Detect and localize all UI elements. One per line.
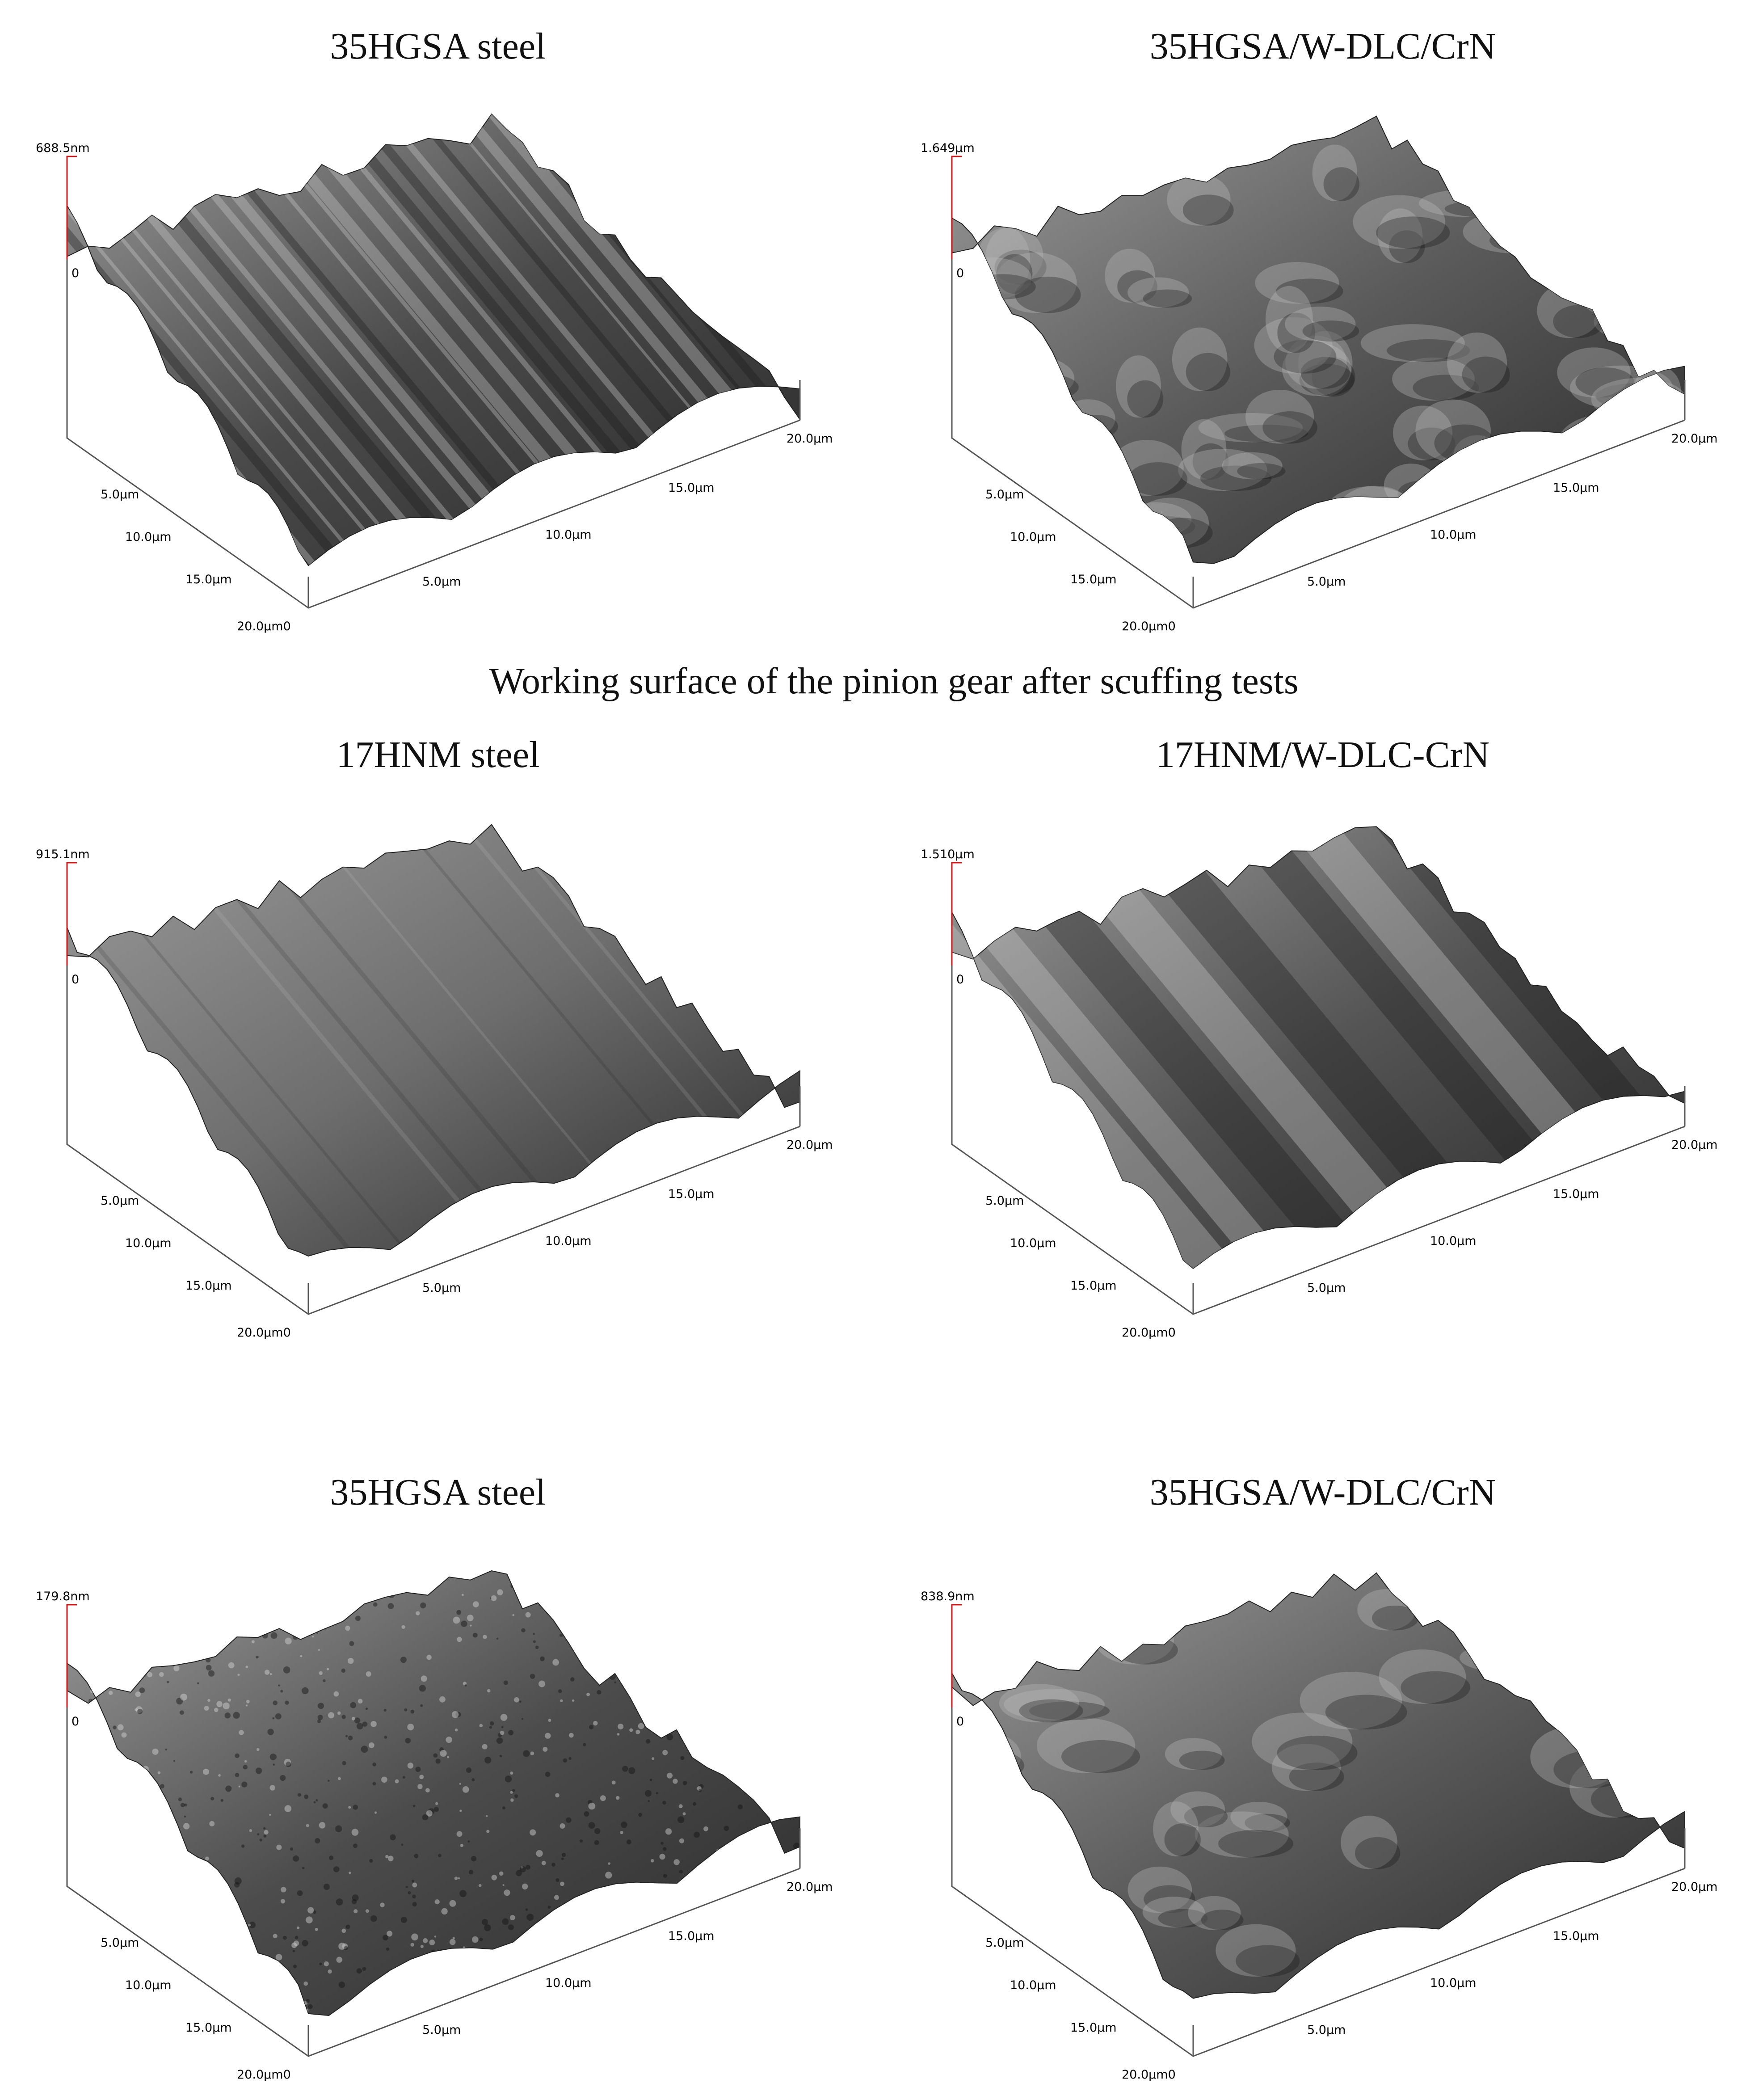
axis-corner-label: 20.0µm0 bbox=[1122, 620, 1176, 633]
x-axis-tick-label: 5.0µm bbox=[1307, 1281, 1346, 1295]
x-axis-end-label: 20.0µm bbox=[787, 432, 833, 446]
x-axis-tick-label: 5.0µm bbox=[422, 2023, 461, 2037]
z-axis-zero-label: 0 bbox=[956, 973, 964, 987]
caption-35hgsa-coated-bottom: 35HGSA/W-DLC/CrN bbox=[1149, 1472, 1496, 1513]
x-axis-tick-label: 10.0µm bbox=[545, 1976, 592, 1990]
z-axis-max-label: 915.1nm bbox=[36, 848, 90, 861]
z-axis-zero-label: 0 bbox=[956, 1715, 964, 1729]
axis-corner-label: 20.0µm0 bbox=[237, 1326, 291, 1340]
y-axis-tick-label: 5.0µm bbox=[101, 1936, 139, 1950]
y-axis-tick-label: 10.0µm bbox=[125, 1978, 172, 1992]
x-axis-tick-label: 10.0µm bbox=[1430, 1976, 1477, 1990]
axis-corner-label: 20.0µm0 bbox=[237, 2068, 291, 2082]
z-axis-max-label: 179.8nm bbox=[36, 1590, 90, 1603]
afm-plot: 1.649µm 0 5.0µm 10.0µm 15.0µm 20.0µm0 5.0µm 10.… bbox=[921, 115, 1718, 633]
axis-box bbox=[951, 1604, 1686, 2057]
surface-topography bbox=[67, 824, 800, 1257]
axis-box bbox=[951, 156, 1686, 609]
x-axis-tick-label: 5.0µm bbox=[1307, 575, 1346, 589]
z-axis-max-label: 838.9nm bbox=[921, 1590, 975, 1603]
afm-panel-35hgsa-coated-top: 1.649µm 0 5.0µm 10.0µm 15.0µm 20.0µm0 5.0µm 10.… bbox=[912, 98, 1750, 633]
y-axis-tick-label: 15.0µm bbox=[1070, 573, 1117, 586]
axis-box bbox=[951, 862, 1686, 1315]
x-axis-end-label: 20.0µm bbox=[1671, 432, 1718, 446]
surface-topography bbox=[67, 1570, 800, 2016]
x-axis-tick-label: 10.0µm bbox=[545, 528, 592, 542]
surface-topography bbox=[951, 826, 1685, 1269]
x-axis-end-label: 20.0µm bbox=[787, 1138, 833, 1152]
surface-texture bbox=[67, 114, 787, 566]
surface-topography bbox=[951, 1572, 1685, 1999]
afm-plot: 838.9nm 0 5.0µm 10.0µm 15.0µm 20.0µm0 5.0µm 10.… bbox=[921, 1572, 1718, 2082]
x-axis-tick-label: 15.0µm bbox=[668, 481, 715, 495]
surface-topography bbox=[951, 115, 1685, 564]
x-axis-tick-label: 10.0µm bbox=[1430, 528, 1477, 542]
z-axis-max-label: 688.5nm bbox=[36, 141, 90, 155]
axis-corner-label: 20.0µm0 bbox=[1122, 1326, 1176, 1340]
x-axis-tick-label: 5.0µm bbox=[422, 1281, 461, 1295]
y-axis-tick-label: 15.0µm bbox=[185, 1279, 232, 1293]
z-axis-max-label: 1.510µm bbox=[921, 848, 975, 861]
axis-corner-label: 20.0µm0 bbox=[237, 620, 291, 633]
y-axis-tick-label: 10.0µm bbox=[1010, 1978, 1056, 1992]
y-axis-tick-label: 5.0µm bbox=[101, 488, 139, 502]
axis-corner-label: 20.0µm0 bbox=[1122, 2068, 1176, 2082]
afm-panel-35hgsa-steel-bottom: 179.8nm 0 5.0µm 10.0µm 15.0µm 20.0µm0 5.0µm 10.… bbox=[27, 1547, 889, 2082]
y-axis-tick-label: 10.0µm bbox=[1010, 530, 1056, 544]
y-axis-tick-label: 15.0µm bbox=[185, 2021, 232, 2035]
x-axis-end-label: 20.0µm bbox=[787, 1880, 833, 1894]
afm-panel-17hnm-steel: 915.1nm 0 5.0µm 10.0µm 15.0µm 20.0µm0 5.0µm 10.… bbox=[27, 805, 889, 1340]
caption-35hgsa-steel-bottom: 35HGSA steel bbox=[330, 1472, 546, 1513]
axis-box bbox=[66, 1604, 801, 2057]
x-axis-tick-label: 15.0µm bbox=[668, 1929, 715, 1943]
afm-plot: 179.8nm 0 5.0µm 10.0µm 15.0µm 20.0µm0 5.0µm 10.… bbox=[36, 1570, 833, 2082]
y-axis-tick-label: 5.0µm bbox=[985, 488, 1024, 502]
caption-35hgsa-steel-top: 35HGSA steel bbox=[330, 25, 546, 67]
y-axis-tick-label: 10.0µm bbox=[125, 530, 172, 544]
afm-plot: 688.5nm 0 5.0µm 10.0µm 15.0µm 20.0µm0 5.0µm 10.… bbox=[36, 113, 833, 633]
x-axis-tick-label: 15.0µm bbox=[668, 1187, 715, 1201]
z-axis-zero-label: 0 bbox=[72, 266, 79, 280]
x-axis-end-label: 20.0µm bbox=[1671, 1138, 1718, 1152]
y-axis-tick-label: 5.0µm bbox=[985, 1194, 1024, 1208]
x-axis-tick-label: 10.0µm bbox=[545, 1234, 592, 1248]
afm-plot: 1.510µm 0 5.0µm 10.0µm 15.0µm 20.0µm0 5.0µm 10.… bbox=[921, 826, 1718, 1340]
z-axis-zero-label: 0 bbox=[72, 973, 79, 987]
afm-panel-17hnm-coated: 1.510µm 0 5.0µm 10.0µm 15.0µm 20.0µm0 5.0µm 10.… bbox=[912, 805, 1750, 1340]
afm-panel-35hgsa-steel-top: 688.5nm 0 5.0µm 10.0µm 15.0µm 20.0µm0 5.0µm 10.… bbox=[27, 98, 889, 633]
x-axis-tick-label: 15.0µm bbox=[1553, 1187, 1599, 1201]
y-axis-tick-label: 10.0µm bbox=[1010, 1236, 1056, 1250]
caption-17hnm-coated: 17HNM/W-DLC-CrN bbox=[1156, 734, 1490, 776]
x-axis-tick-label: 10.0µm bbox=[1430, 1234, 1477, 1248]
caption-17hnm-steel: 17HNM steel bbox=[336, 734, 540, 776]
y-axis-tick-label: 15.0µm bbox=[185, 573, 232, 586]
afm-plot: 915.1nm 0 5.0µm 10.0µm 15.0µm 20.0µm0 5.0µm 10.… bbox=[36, 824, 833, 1340]
y-axis-tick-label: 10.0µm bbox=[125, 1236, 172, 1250]
z-axis-zero-label: 0 bbox=[956, 266, 964, 280]
y-axis-tick-label: 15.0µm bbox=[1070, 1279, 1117, 1293]
x-axis-tick-label: 15.0µm bbox=[1553, 1929, 1599, 1943]
z-axis-max-label: 1.649µm bbox=[921, 141, 975, 155]
x-axis-end-label: 20.0µm bbox=[1671, 1880, 1718, 1894]
caption-35hgsa-coated-top: 35HGSA/W-DLC/CrN bbox=[1149, 25, 1496, 67]
section-title: Working surface of the pinion gear after… bbox=[489, 660, 1299, 702]
surface-topography bbox=[67, 113, 800, 566]
afm-panel-35hgsa-coated-bottom: 838.9nm 0 5.0µm 10.0µm 15.0µm 20.0µm0 5.0µm 10.… bbox=[912, 1547, 1750, 2082]
y-axis-tick-label: 5.0µm bbox=[985, 1936, 1024, 1950]
y-axis-tick-label: 5.0µm bbox=[101, 1194, 139, 1208]
x-axis-tick-label: 5.0µm bbox=[1307, 2023, 1346, 2037]
axis-box bbox=[66, 862, 801, 1315]
x-axis-tick-label: 5.0µm bbox=[422, 575, 461, 589]
z-axis-zero-label: 0 bbox=[72, 1715, 79, 1729]
y-axis-tick-label: 15.0µm bbox=[1070, 2021, 1117, 2035]
axis-box bbox=[66, 156, 801, 609]
x-axis-tick-label: 15.0µm bbox=[1553, 481, 1599, 495]
